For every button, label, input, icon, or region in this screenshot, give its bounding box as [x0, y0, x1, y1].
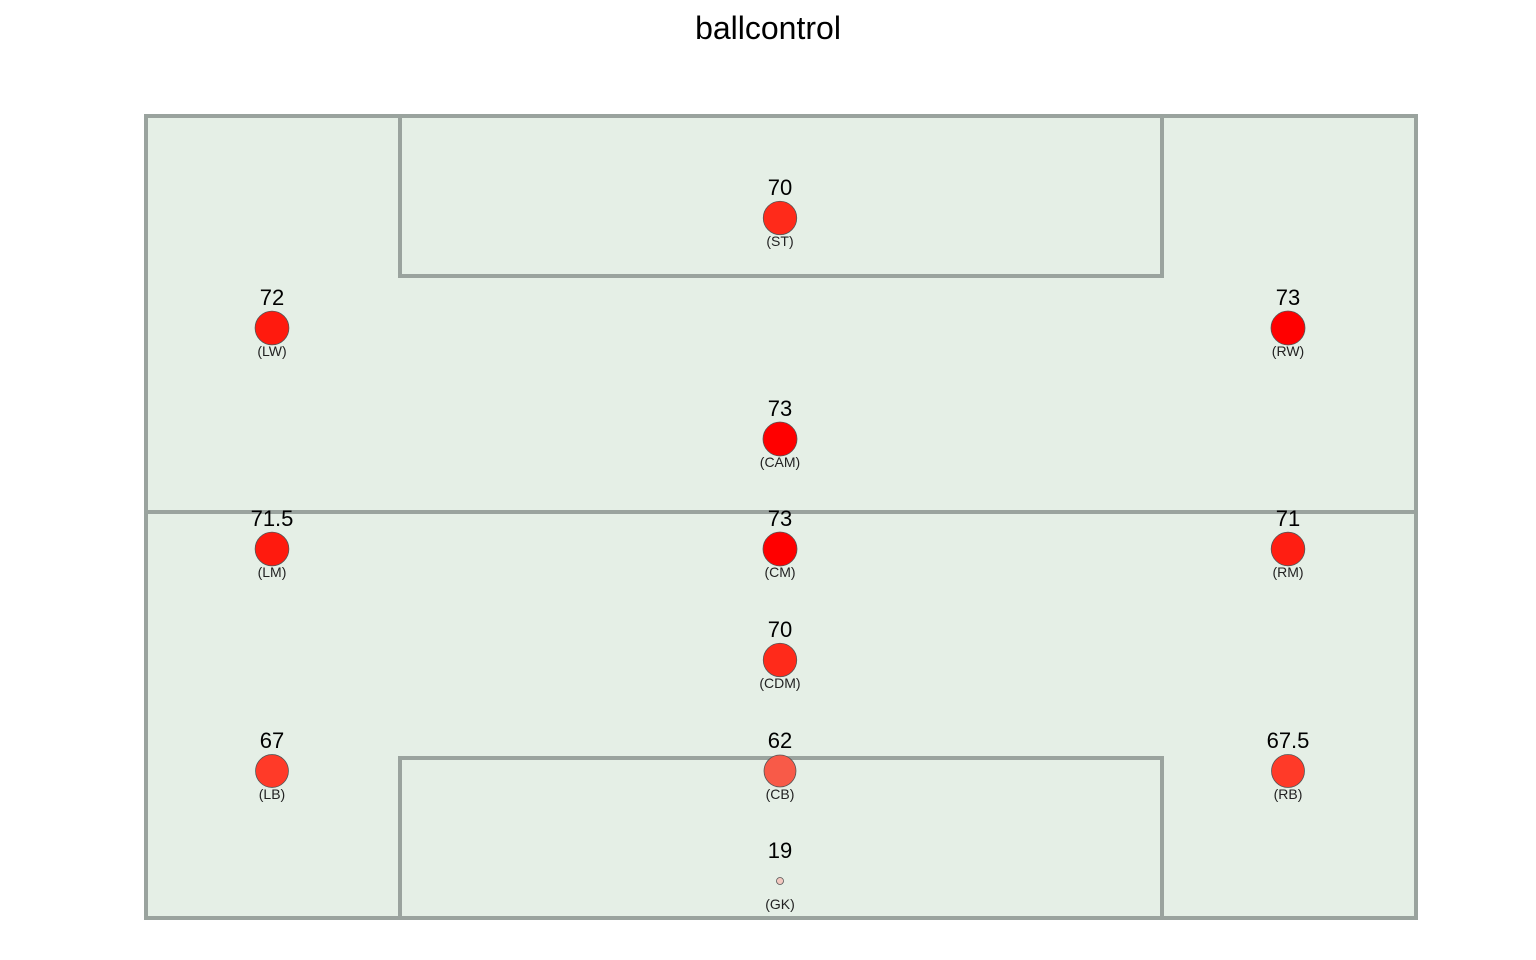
value-label-rw: 73	[1276, 285, 1300, 310]
position-label-lm: (LM)	[258, 564, 287, 580]
point-cdm	[762, 642, 798, 678]
marker-lb: 67 (LB)	[255, 728, 289, 802]
point-lw	[254, 310, 290, 346]
value-label-cdm: 70	[768, 617, 792, 642]
top-penalty-box	[398, 116, 1164, 278]
point-rw	[1270, 310, 1306, 346]
position-label-rm: (RM)	[1272, 564, 1303, 580]
marker-cb: 62 (CB)	[763, 728, 797, 802]
marker-rb: 67.5 (RB)	[1267, 728, 1310, 802]
marker-rw: 73 (RW)	[1270, 285, 1306, 359]
value-label-cm: 73	[768, 506, 792, 531]
point-rb	[1271, 754, 1305, 788]
position-markers: 70(ST)72(LW)73(RW)73(CAM)71.5(LM)73(CM)7…	[251, 175, 1310, 912]
marker-cdm: 70 (CDM)	[759, 617, 800, 691]
value-label-lw: 72	[260, 285, 284, 310]
position-label-rb: (RB)	[1274, 786, 1303, 802]
position-label-st: (ST)	[766, 233, 793, 249]
value-label-lm: 71.5	[251, 506, 294, 531]
position-label-cam: (CAM)	[760, 454, 800, 470]
marker-st: 70 (ST)	[762, 175, 798, 249]
position-label-cdm: (CDM)	[759, 675, 800, 691]
point-gk	[776, 877, 784, 885]
value-label-rb: 67.5	[1267, 728, 1310, 753]
point-cam	[762, 421, 798, 457]
point-rm	[1270, 531, 1306, 567]
point-st	[762, 200, 798, 236]
position-label-lw: (LW)	[257, 343, 286, 359]
marker-cm: 73 (CM)	[762, 506, 798, 580]
marker-rm: 71 (RM)	[1270, 506, 1306, 580]
value-label-cb: 62	[768, 728, 792, 753]
chart-title: ballcontrol	[695, 10, 841, 46]
value-label-gk: 19	[768, 838, 792, 863]
position-label-lb: (LB)	[259, 786, 285, 802]
marker-lm: 71.5 (LM)	[251, 506, 294, 580]
value-label-st: 70	[768, 175, 792, 200]
marker-cam: 73 (CAM)	[760, 396, 800, 470]
position-label-gk: (GK)	[765, 896, 795, 912]
value-label-cam: 73	[768, 396, 792, 421]
marker-gk: 19 (GK)	[765, 838, 795, 912]
point-lb	[255, 754, 289, 788]
position-label-cb: (CB)	[766, 786, 795, 802]
marker-lw: 72 (LW)	[254, 285, 290, 359]
position-label-rw: (RW)	[1272, 343, 1304, 359]
point-lm	[254, 531, 290, 567]
point-cb	[763, 754, 797, 788]
value-label-lb: 67	[260, 728, 284, 753]
value-label-rm: 71	[1276, 506, 1300, 531]
position-label-cm: (CM)	[764, 564, 795, 580]
point-cm	[762, 531, 798, 567]
